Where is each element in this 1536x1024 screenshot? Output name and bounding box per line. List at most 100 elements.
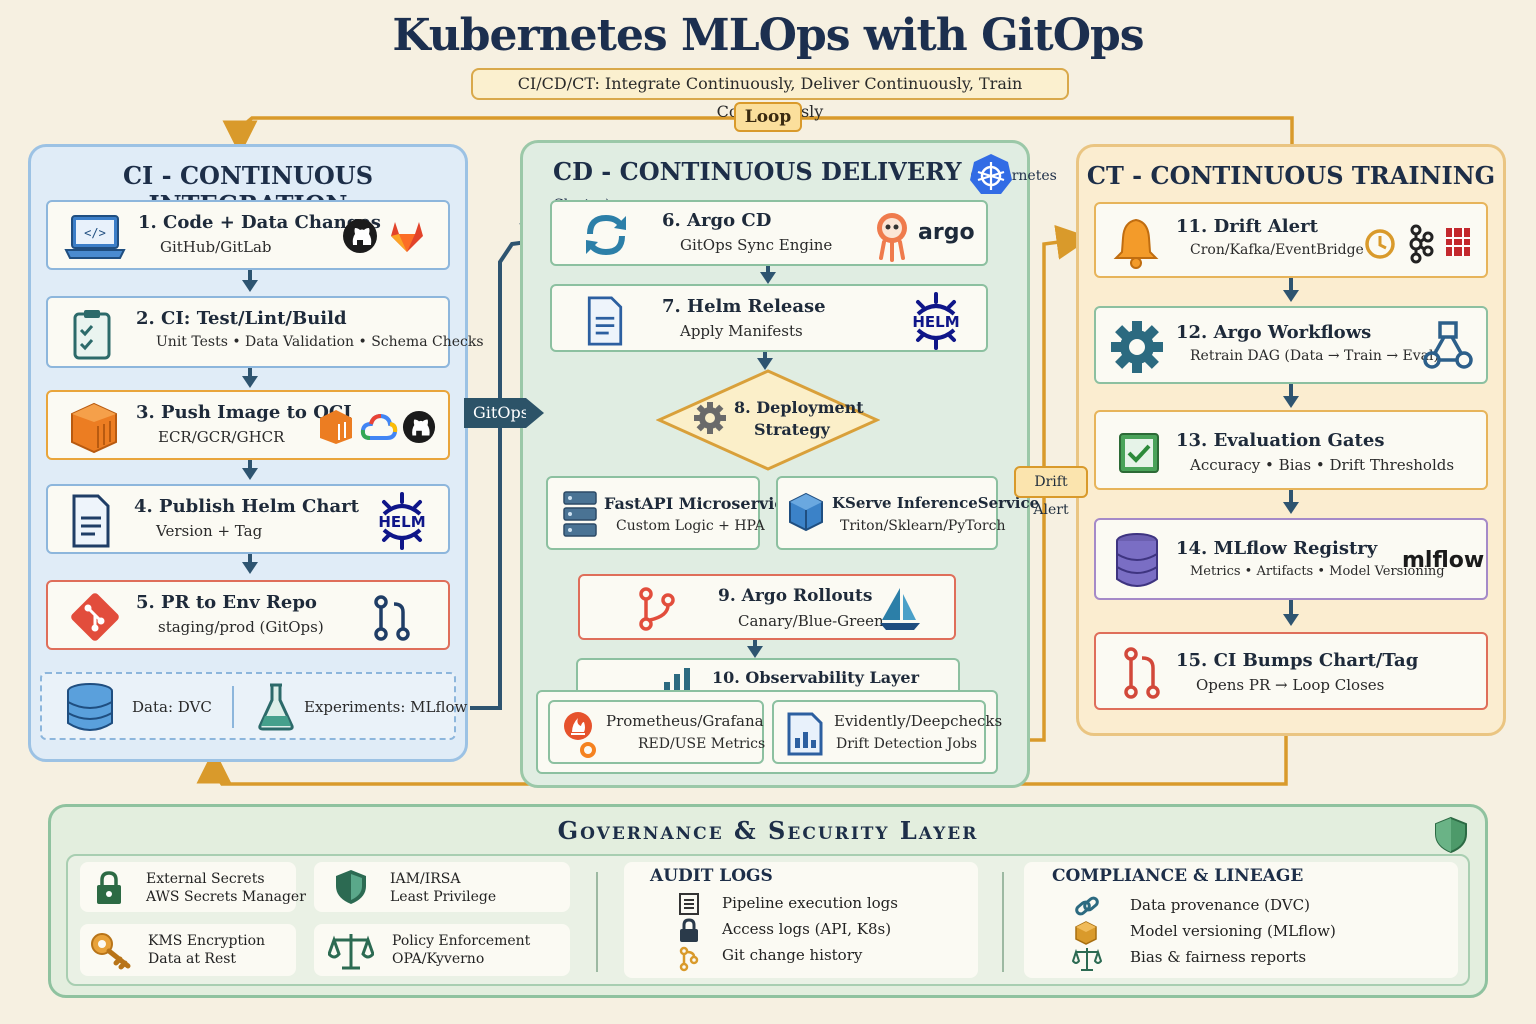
rollouts-sub: Canary/Blue-Green xyxy=(738,612,884,630)
ci-artifacts-box: Data: DVC Experiments: MLflow xyxy=(40,672,467,740)
ci-step-publish-helm[interactable]: 4. Publish Helm Chart Version + Tag HELM xyxy=(46,484,450,554)
ct-step-14-sub: Metrics • Artifacts • Model Versioning xyxy=(1190,564,1445,579)
key-icon xyxy=(91,933,131,970)
lock-icon xyxy=(680,918,698,942)
audit-item-1: Pipeline execution logs xyxy=(722,894,898,912)
audit-logs-card[interactable]: AUDIT LOGS Pipeline execution logs Acces… xyxy=(624,862,978,978)
rollouts-title: 9. Argo Rollouts xyxy=(718,586,873,606)
compliance-item-3: Bias & fairness reports xyxy=(1130,948,1307,966)
strategy-line-1: 8. Deployment xyxy=(734,398,864,417)
page-title: Kubernetes MLOps with GitOps xyxy=(392,10,1144,61)
cd-fastapi[interactable]: FastAPI Microservice Custom Logic + HPA xyxy=(546,476,794,550)
evidently-deepchecks-card[interactable]: Evidently/Deepchecks Drift Detection Job… xyxy=(772,700,1002,764)
branch-icon xyxy=(639,587,675,631)
google-cloud-icon xyxy=(360,413,398,440)
ci-step-3-title: 3. Push Image to OCI xyxy=(136,402,352,423)
ci-step-4-title: 4. Publish Helm Chart xyxy=(134,496,359,517)
ci-step-3-sub: ECR/GCR/GHCR xyxy=(158,428,285,446)
ci-step-2-sub: Unit Tests • Data Validation • Schema Ch… xyxy=(156,334,484,350)
ci-step-2-title: 2. CI: Test/Lint/Build xyxy=(136,308,347,329)
policy-line1: Policy Enforcement xyxy=(392,933,531,949)
kms-line1: KMS Encryption xyxy=(148,933,266,949)
cd-helm-title: 7. Helm Release xyxy=(662,296,826,317)
github-icon xyxy=(343,219,377,253)
experiments-mlflow-label: Experiments: MLflow xyxy=(304,698,468,716)
ci-step-test-lint-build[interactable]: 2. CI: Test/Lint/Build Unit Tests • Data… xyxy=(46,296,484,368)
ct-step-15-sub: Opens PR → Loop Closes xyxy=(1196,676,1385,694)
clipboard-check-icon xyxy=(73,310,111,360)
ct-evaluation-gates[interactable]: 13. Evaluation Gates Accuracy • Bias • D… xyxy=(1094,410,1488,490)
fastapi-title: FastAPI Microservice xyxy=(604,494,795,513)
ci-step-push-image[interactable]: 3. Push Image to OCI ECR/GCR/GHCR xyxy=(46,390,450,460)
scales-icon xyxy=(328,934,374,970)
github-icon xyxy=(402,410,436,444)
lock-icon xyxy=(97,871,121,904)
cd-argo-rollouts[interactable]: 9. Argo Rollouts Canary/Blue-Green xyxy=(578,574,956,640)
ct-step-11-title: 11. Drift Alert xyxy=(1176,216,1318,237)
git-branch-icon xyxy=(679,946,699,972)
fastapi-sub: Custom Logic + HPA xyxy=(616,518,765,534)
ct-step-15-title: 15. CI Bumps Chart/Tag xyxy=(1176,650,1419,671)
svg-text:HELM: HELM xyxy=(378,513,425,531)
bell-icon xyxy=(1113,218,1159,269)
compliance-item-2: Model versioning (MLflow) xyxy=(1130,922,1336,940)
link-icon xyxy=(1075,896,1099,916)
kserve-title: KServe InferenceService xyxy=(832,494,1040,512)
grafana-icon xyxy=(580,742,596,758)
kserve-sub: Triton/Sklearn/PyTorch xyxy=(840,518,1006,534)
svg-text:</>: </> xyxy=(84,226,106,240)
checkbox-icon xyxy=(1119,433,1159,473)
cd-argocd-sub: GitOps Sync Engine xyxy=(680,236,833,254)
ct-step-13-title: 13. Evaluation Gates xyxy=(1176,430,1385,451)
database-icon xyxy=(67,683,113,731)
cd-argocd[interactable]: 6. Argo CD GitOps Sync Engine argo xyxy=(550,200,988,266)
cd-helm-sub: Apply Manifests xyxy=(680,322,803,340)
external-secrets-card[interactable]: External Secrets AWS Secrets Manager xyxy=(80,862,306,912)
git-icon xyxy=(71,593,119,641)
clock-icon xyxy=(1365,229,1395,259)
kafka-icon xyxy=(1409,224,1434,264)
iam-irsa-line2: Least Privilege xyxy=(390,889,497,905)
cd-helm-release[interactable]: 7. Helm Release Apply Manifests HELM xyxy=(550,284,988,352)
policy-enforcement-card[interactable]: Policy Enforcement OPA/Kyverno xyxy=(314,924,570,976)
helm-icon: HELM xyxy=(378,492,426,550)
eventbridge-icon xyxy=(1446,228,1470,256)
gear-icon xyxy=(694,402,726,434)
prometheus-grafana-card[interactable]: Prometheus/Grafana RED/USE Metrics xyxy=(548,700,766,764)
gitops-tag-arrow-icon xyxy=(526,398,544,428)
laptop-code-icon: </> xyxy=(64,215,126,259)
ct-step-11-sub: Cron/Kafka/EventBridge xyxy=(1190,242,1364,258)
compliance-lineage-card[interactable]: COMPLIANCE & LINEAGE Data provenance (DV… xyxy=(1024,862,1458,978)
kms-line2: Data at Rest xyxy=(148,951,237,967)
ct-argo-workflows[interactable]: 12. Argo Workflows Retrain DAG (Data → T… xyxy=(1094,306,1488,384)
flask-icon xyxy=(258,683,294,731)
ct-ci-bumps-chart[interactable]: 15. CI Bumps Chart/Tag Opens PR → Loop C… xyxy=(1094,632,1488,710)
argo-logo-text: argo xyxy=(918,220,975,245)
ct-step-13-sub: Accuracy • Bias • Drift Thresholds xyxy=(1190,456,1455,474)
ci-step-pr-env-repo[interactable]: 5. PR to Env Repo staging/prod (GitOps) xyxy=(46,580,450,650)
container-icon xyxy=(71,402,117,454)
prometheus-sub: RED/USE Metrics xyxy=(638,736,766,752)
document-icon xyxy=(72,494,110,548)
helm-icon: HELM xyxy=(912,292,960,350)
prometheus-title: Prometheus/Grafana xyxy=(606,712,764,730)
gear-icon xyxy=(1111,321,1163,373)
sailboat-icon xyxy=(880,588,920,630)
ci-step-1-title: 1. Code + Data Changes xyxy=(138,212,381,233)
aws-ecr-icon xyxy=(320,410,352,444)
cd-kserve[interactable]: KServe InferenceService Triton/Sklearn/P… xyxy=(776,476,1039,550)
ci-step-code-changes[interactable]: </> 1. Code + Data Changes GitHub/GitLab xyxy=(46,200,450,270)
ct-mlflow-registry[interactable]: 14. MLflow Registry Metrics • Artifacts … xyxy=(1094,518,1488,600)
sync-icon xyxy=(586,214,626,256)
evidently-title: Evidently/Deepchecks xyxy=(834,712,1003,730)
list-document-icon xyxy=(679,893,699,915)
deployment-strategy-diamond[interactable] xyxy=(656,368,880,472)
kubernetes-icon xyxy=(970,154,1012,194)
ct-drift-alert[interactable]: 11. Drift Alert Cron/Kafka/EventBridge xyxy=(1094,202,1488,278)
ci-step-5-sub: staging/prod (GitOps) xyxy=(158,618,324,636)
gitops-tag: GitOps xyxy=(464,398,529,428)
policy-line2: OPA/Kyverno xyxy=(392,951,485,967)
iam-irsa-card[interactable]: IAM/IRSA Least Privilege xyxy=(314,862,570,912)
external-secrets-line2: AWS Secrets Manager xyxy=(146,889,306,905)
kms-encryption-card[interactable]: KMS Encryption Data at Rest xyxy=(80,924,296,976)
